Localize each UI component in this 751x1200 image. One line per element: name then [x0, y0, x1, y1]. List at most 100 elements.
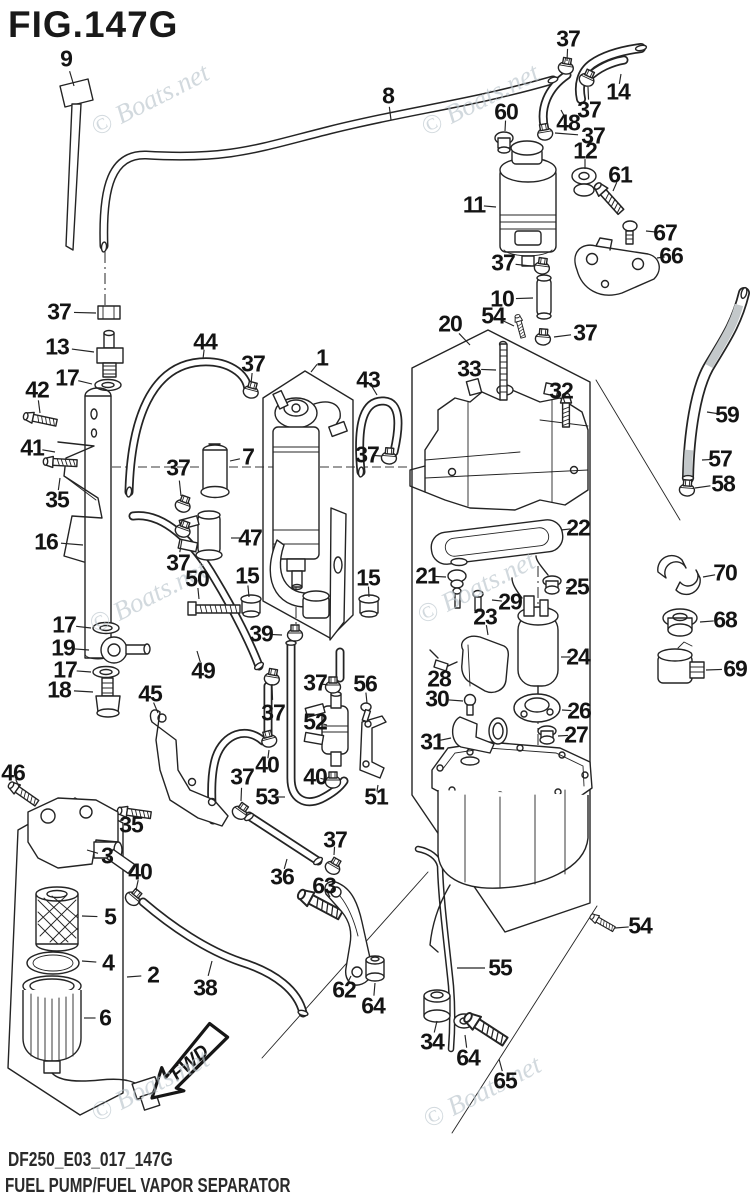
callout-37[interactable]: 37 [166, 454, 191, 481]
callout-65[interactable]: 65 [493, 1067, 518, 1094]
callout-17[interactable]: 17 [52, 611, 77, 638]
callout-52[interactable]: 52 [303, 708, 328, 735]
callout-34[interactable]: 34 [420, 1028, 445, 1055]
callout-41[interactable]: 41 [20, 434, 45, 461]
callout-69[interactable]: 69 [723, 655, 748, 682]
callout-61[interactable]: 61 [608, 161, 633, 188]
callout-30[interactable]: 30 [425, 685, 450, 712]
callout-2[interactable]: 2 [147, 961, 160, 988]
callout-66[interactable]: 66 [659, 242, 684, 269]
callout-37[interactable]: 37 [491, 249, 516, 276]
callout-20[interactable]: 20 [438, 310, 463, 337]
callout-49[interactable]: 49 [191, 657, 216, 684]
callout-37[interactable]: 37 [355, 441, 380, 468]
callout-15[interactable]: 15 [235, 562, 260, 589]
callout-55[interactable]: 55 [488, 954, 513, 981]
callout-51[interactable]: 51 [364, 783, 389, 810]
callout-36[interactable]: 36 [270, 863, 295, 890]
callout-68[interactable]: 68 [713, 606, 738, 633]
callout-54[interactable]: 54 [481, 302, 506, 329]
callout-56[interactable]: 56 [353, 670, 378, 697]
callout-13[interactable]: 13 [45, 333, 70, 360]
callout-27[interactable]: 27 [564, 721, 589, 748]
callout-37[interactable]: 37 [230, 763, 255, 790]
callout-26[interactable]: 26 [567, 697, 592, 724]
leader-line-35 [57, 477, 61, 491]
callout-53[interactable]: 53 [255, 783, 280, 810]
callout-6[interactable]: 6 [99, 1004, 112, 1031]
callout-25[interactable]: 25 [565, 573, 590, 600]
leader-line-43 [371, 386, 378, 396]
callout-37[interactable]: 37 [581, 122, 606, 149]
callout-21[interactable]: 21 [415, 562, 440, 589]
leader-line-22 [560, 528, 571, 531]
callout-37[interactable]: 37 [573, 319, 598, 346]
callout-10[interactable]: 10 [490, 285, 515, 312]
callout-17[interactable]: 17 [53, 656, 78, 683]
callout-4[interactable]: 4 [102, 949, 115, 976]
callout-37[interactable]: 37 [303, 669, 328, 696]
callout-31[interactable]: 31 [420, 728, 445, 755]
callout-67[interactable]: 67 [653, 219, 678, 246]
callout-64[interactable]: 64 [361, 992, 386, 1019]
leader-line-37 [515, 263, 532, 267]
callout-40[interactable]: 40 [128, 858, 153, 885]
callout-33[interactable]: 33 [457, 355, 482, 382]
leader-line-28 [442, 668, 448, 675]
callout-50[interactable]: 50 [185, 565, 210, 592]
callout-40[interactable]: 40 [255, 751, 280, 778]
callout-5[interactable]: 5 [104, 903, 117, 930]
callout-59[interactable]: 59 [715, 401, 740, 428]
callout-8[interactable]: 8 [382, 82, 395, 109]
callout-64[interactable]: 64 [456, 1044, 481, 1071]
grommet-25 [535, 555, 562, 595]
callout-70[interactable]: 70 [713, 559, 738, 586]
callout-60[interactable]: 60 [494, 98, 519, 125]
leader-line-41 [42, 449, 56, 453]
callout-54[interactable]: 54 [628, 912, 653, 939]
callout-45[interactable]: 45 [138, 680, 163, 707]
callout-62[interactable]: 62 [332, 976, 357, 1003]
leader-line-52 [320, 722, 328, 726]
callout-37[interactable]: 37 [166, 549, 191, 576]
callout-63[interactable]: 63 [312, 872, 337, 899]
callout-15[interactable]: 15 [356, 564, 381, 591]
callout-11[interactable]: 11 [462, 191, 486, 218]
callout-16[interactable]: 16 [34, 528, 59, 555]
callout-35[interactable]: 35 [119, 811, 144, 838]
callout-46[interactable]: 46 [1, 759, 26, 786]
callout-14[interactable]: 14 [606, 78, 631, 105]
callout-3[interactable]: 3 [101, 842, 114, 869]
callout-58[interactable]: 58 [711, 470, 736, 497]
callout-44[interactable]: 44 [193, 328, 218, 355]
callout-18[interactable]: 18 [47, 676, 72, 703]
callout-24[interactable]: 24 [566, 643, 591, 670]
callout-40[interactable]: 40 [303, 763, 328, 790]
callout-39[interactable]: 39 [249, 620, 274, 647]
callout-29[interactable]: 29 [498, 588, 523, 615]
callout-22[interactable]: 22 [566, 514, 591, 541]
callout-37[interactable]: 37 [577, 96, 602, 123]
leader-line-21 [435, 575, 447, 578]
callout-37[interactable]: 37 [241, 350, 266, 377]
callout-17[interactable]: 17 [55, 364, 80, 391]
callout-1[interactable]: 1 [316, 344, 329, 371]
callout-28[interactable]: 28 [427, 665, 452, 692]
callout-37[interactable]: 37 [261, 699, 286, 726]
callout-19[interactable]: 19 [51, 634, 76, 661]
callout-38[interactable]: 38 [193, 974, 218, 1001]
callout-37[interactable]: 37 [556, 25, 581, 52]
callout-47[interactable]: 47 [238, 524, 263, 551]
callout-12[interactable]: 12 [573, 137, 598, 164]
callout-7[interactable]: 7 [242, 443, 255, 470]
callout-37[interactable]: 37 [323, 826, 348, 853]
callout-37[interactable]: 37 [47, 298, 72, 325]
callout-35[interactable]: 35 [45, 486, 70, 513]
callout-48[interactable]: 48 [556, 109, 581, 136]
callout-43[interactable]: 43 [356, 366, 381, 393]
callout-23[interactable]: 23 [473, 603, 498, 630]
callout-42[interactable]: 42 [25, 376, 50, 403]
callout-9[interactable]: 9 [60, 45, 73, 72]
callout-57[interactable]: 57 [708, 445, 733, 472]
callout-32[interactable]: 32 [549, 377, 574, 404]
